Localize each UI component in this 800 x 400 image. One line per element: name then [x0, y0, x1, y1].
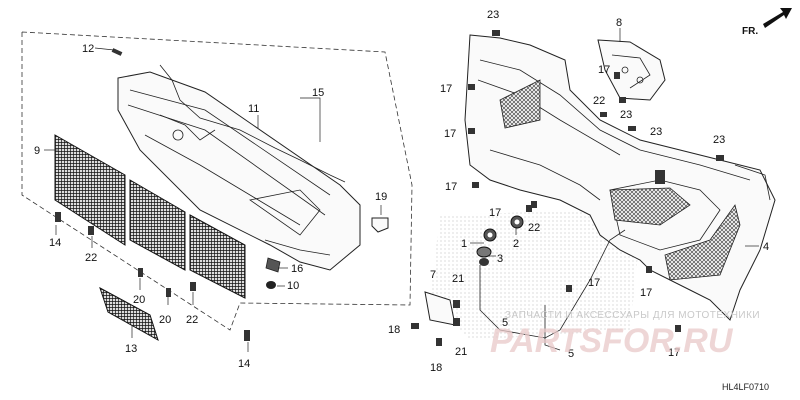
callout-17-h: 17 [668, 347, 680, 359]
callout-17-g: 17 [640, 287, 652, 299]
air-duct-assembly [117, 71, 361, 271]
callout-1: 1 [461, 238, 467, 250]
callout-14-b: 14 [238, 358, 250, 370]
callout-12: 12 [82, 43, 94, 55]
callout-18-a: 18 [388, 324, 400, 336]
callout-23-b: 23 [620, 109, 632, 121]
grommets-1-2-3 [476, 215, 524, 266]
fr-label: FR. [742, 26, 758, 37]
callout-8: 8 [616, 17, 622, 29]
callout-17-d: 17 [445, 181, 457, 193]
leader-lines [44, 28, 759, 352]
callout-5-a: 5 [502, 317, 508, 329]
plate-7 [411, 291, 460, 346]
callout-22-b: 22 [186, 314, 198, 326]
callout-14-a: 14 [49, 237, 61, 249]
front-direction-marker: FR. [742, 8, 792, 37]
rear-fender-frame [464, 34, 776, 321]
callout-9: 9 [34, 145, 40, 157]
callout-19: 19 [375, 191, 387, 203]
callout-22-d: 22 [528, 222, 540, 234]
callout-17-c: 17 [444, 128, 456, 140]
fr-arrow-icon [763, 8, 792, 28]
right-fasteners [468, 30, 724, 332]
callout-17-a: 17 [440, 83, 452, 95]
callout-13: 13 [125, 343, 137, 355]
callout-16: 16 [291, 263, 303, 275]
callout-21-b: 21 [455, 346, 467, 358]
callout-15: 15 [312, 87, 324, 99]
shading-area [430, 210, 640, 340]
callout-3: 3 [497, 253, 503, 265]
callout-11: 11 [248, 103, 259, 115]
callout-20-b: 20 [159, 314, 171, 326]
diagram-code: HL4LF0710 [722, 382, 769, 392]
callout-5-b: 5 [568, 348, 574, 360]
callout-22-a: 22 [85, 252, 97, 264]
drain-tube-5b [544, 305, 561, 351]
drain-tube-5 [479, 229, 626, 339]
callout-22-c: 22 [593, 95, 605, 107]
callout-17-b: 17 [598, 64, 610, 76]
callout-10: 10 [287, 280, 299, 292]
callout-4: 4 [763, 241, 769, 253]
callout-21-a: 21 [452, 273, 464, 285]
callout-23-a: 23 [487, 9, 499, 21]
left-fasteners [55, 48, 389, 341]
callout-23-c: 23 [650, 126, 662, 138]
callout-18-b: 18 [430, 362, 442, 374]
watermark: ЗАПЧАСТИ И АКСЕССУАРЫ ДЛЯ МОТОТЕХНИКИ PA… [490, 310, 760, 360]
callout-20-a: 20 [133, 294, 145, 306]
callout-2: 2 [513, 238, 519, 250]
watermark-line-1: ЗАПЧАСТИ И АКСЕССУАРЫ ДЛЯ МОТОТЕХНИКИ [505, 310, 760, 321]
callout-17-e: 17 [489, 207, 501, 219]
callout-7: 7 [430, 269, 436, 281]
screen-panel-9 [54, 134, 246, 299]
bracket-8 [597, 39, 666, 101]
callout-23-d: 23 [713, 134, 725, 146]
callout-17-f: 17 [588, 277, 600, 289]
watermark-line-2: PARTSFOR.RU [490, 322, 734, 360]
callout-labels: 12 11 15 9 14 22 20 20 22 13 14 16 10 19… [34, 9, 769, 374]
small-screen-13 [99, 286, 159, 342]
wire-harness [159, 64, 346, 183]
